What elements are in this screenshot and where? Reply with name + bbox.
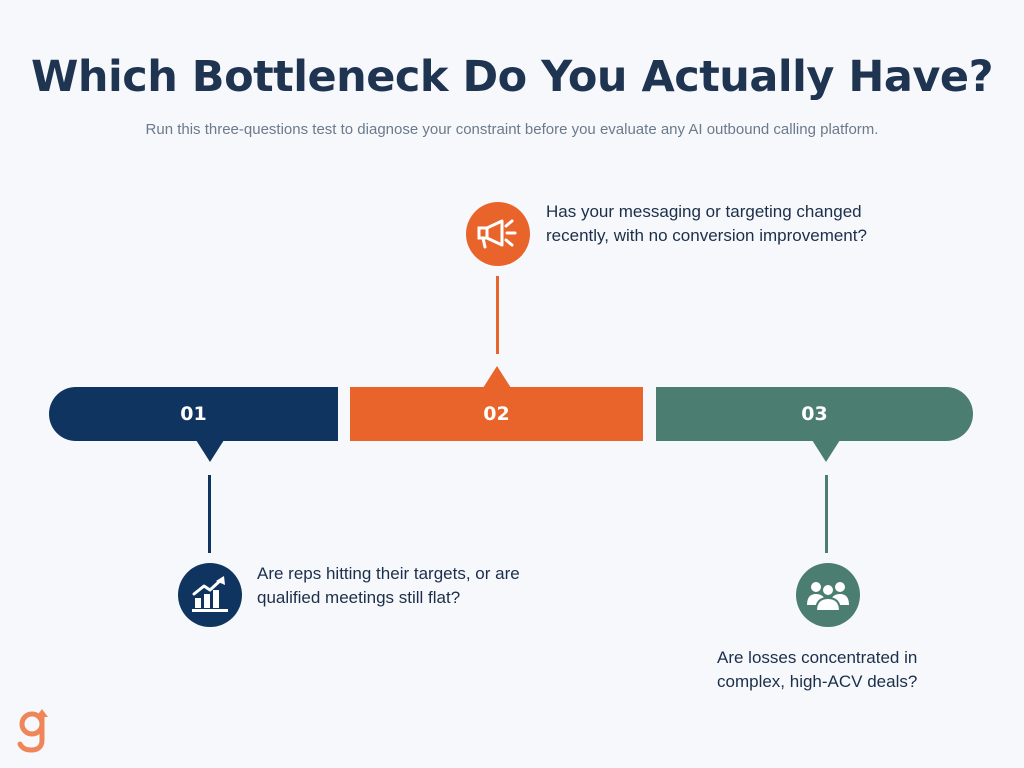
timeline-segment-01: 01 bbox=[49, 387, 338, 441]
question-01: Are reps hitting their targets, or are q… bbox=[257, 564, 520, 607]
people-group-icon bbox=[796, 563, 860, 627]
pointer-down-03 bbox=[812, 440, 840, 462]
step-number-03: 03 bbox=[801, 403, 828, 425]
page-title: Which Bottleneck Do You Actually Have? bbox=[30, 52, 994, 102]
timeline-segment-02: 02 bbox=[350, 387, 643, 441]
timeline-segment-03: 03 bbox=[656, 387, 973, 441]
pointer-down-01 bbox=[196, 440, 224, 462]
megaphone-icon bbox=[466, 202, 530, 266]
page-subtitle: Run this three-questions test to diagnos… bbox=[145, 121, 879, 138]
chart-growth-icon bbox=[178, 563, 242, 627]
brand-logo-icon bbox=[16, 706, 50, 756]
question-03: Are losses concentrated in complex, high… bbox=[717, 648, 918, 691]
step-number-02: 02 bbox=[483, 403, 510, 425]
connector-line-03 bbox=[825, 475, 828, 553]
connector-line-02 bbox=[496, 276, 499, 354]
connector-line-01 bbox=[208, 475, 211, 553]
question-02: Has your messaging or targeting changed … bbox=[546, 202, 867, 245]
pointer-up-02 bbox=[483, 366, 511, 388]
step-number-01: 01 bbox=[180, 403, 207, 425]
